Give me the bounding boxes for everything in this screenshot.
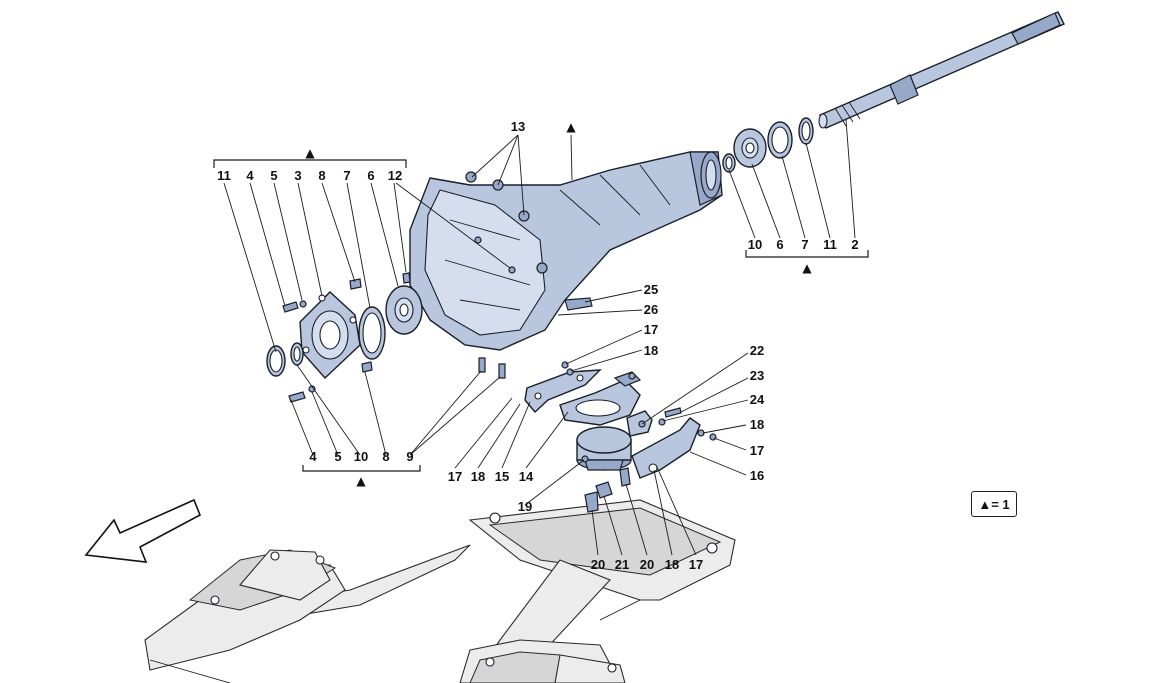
label-top-left-0: 11 (217, 168, 231, 183)
label-bottom-left-2: 10 (354, 449, 368, 464)
label-top-left-4: 8 (318, 168, 325, 183)
label-right-0: 10 (748, 237, 762, 252)
label-16: 16 (750, 468, 764, 483)
label-right-1: 6 (776, 237, 783, 252)
right-group-bracket: ▲ (745, 250, 869, 275)
label-top-left-7: 12 (388, 168, 402, 183)
quantity-legend-box: ▲= 1 (971, 491, 1017, 517)
legend-text: ▲= 1 (978, 496, 1010, 512)
label-15: 15 (495, 469, 509, 484)
label-26: 26 (644, 302, 658, 317)
label-bottom-left-4: 9 (406, 449, 413, 464)
label-17-right: 17 (750, 443, 764, 458)
group-marker-bottom-left: ▲ (356, 474, 366, 488)
label-18-right: 18 (750, 417, 764, 432)
label-right-3: 11 (823, 237, 837, 252)
label-17-bottom: 17 (689, 557, 703, 572)
label-top-left-2: 5 (270, 168, 277, 183)
label-18-bottom: 18 (665, 557, 679, 572)
group-marker-housing: ▲ (566, 120, 576, 134)
label-21: 21 (615, 557, 629, 572)
label-18-lower: 18 (471, 469, 485, 484)
label-14: 14 (519, 469, 534, 484)
bottom-left-group-bracket: ▲ (302, 465, 421, 488)
label-bottom-left-3: 8 (382, 449, 389, 464)
label-25: 25 (644, 282, 658, 297)
label-17-upper: 17 (644, 322, 658, 337)
mount-bracket-assembly (524, 361, 717, 513)
label-23: 23 (750, 368, 764, 383)
leader-lines (223, 119, 856, 556)
label-bottom-left-0: 4 (309, 449, 317, 464)
label-20-right: 20 (640, 557, 654, 572)
gearbox-housing (409, 151, 723, 351)
label-24: 24 (750, 392, 765, 407)
direction-arrow-icon (84, 498, 202, 563)
label-top-left-1: 4 (246, 168, 254, 183)
left-flange-assembly (266, 272, 423, 403)
output-shaft (818, 11, 1065, 129)
label-right-2: 7 (801, 237, 808, 252)
label-17-lower: 17 (448, 469, 462, 484)
group-marker-top-left: ▲ (305, 146, 315, 160)
label-right-4: 2 (851, 237, 858, 252)
label-18-upper: 18 (644, 343, 658, 358)
right-bearing-set (722, 117, 814, 173)
label-20-left: 20 (591, 557, 605, 572)
label-19: 19 (518, 499, 532, 514)
label-top-left-6: 6 (367, 168, 374, 183)
label-bottom-left-1: 5 (334, 449, 341, 464)
group-marker-right: ▲ (802, 261, 812, 275)
label-13: 13 (511, 119, 525, 134)
label-top-left-3: 3 (294, 168, 301, 183)
label-top-left-5: 7 (343, 168, 350, 183)
chassis-frame (144, 499, 736, 683)
top-left-group-bracket: ▲ (213, 146, 407, 168)
label-22: 22 (750, 343, 764, 358)
part-labels: 11 4 5 3 8 7 6 12 4 5 10 8 9 10 6 7 11 2… (217, 119, 858, 572)
dowel-pins (478, 357, 506, 379)
